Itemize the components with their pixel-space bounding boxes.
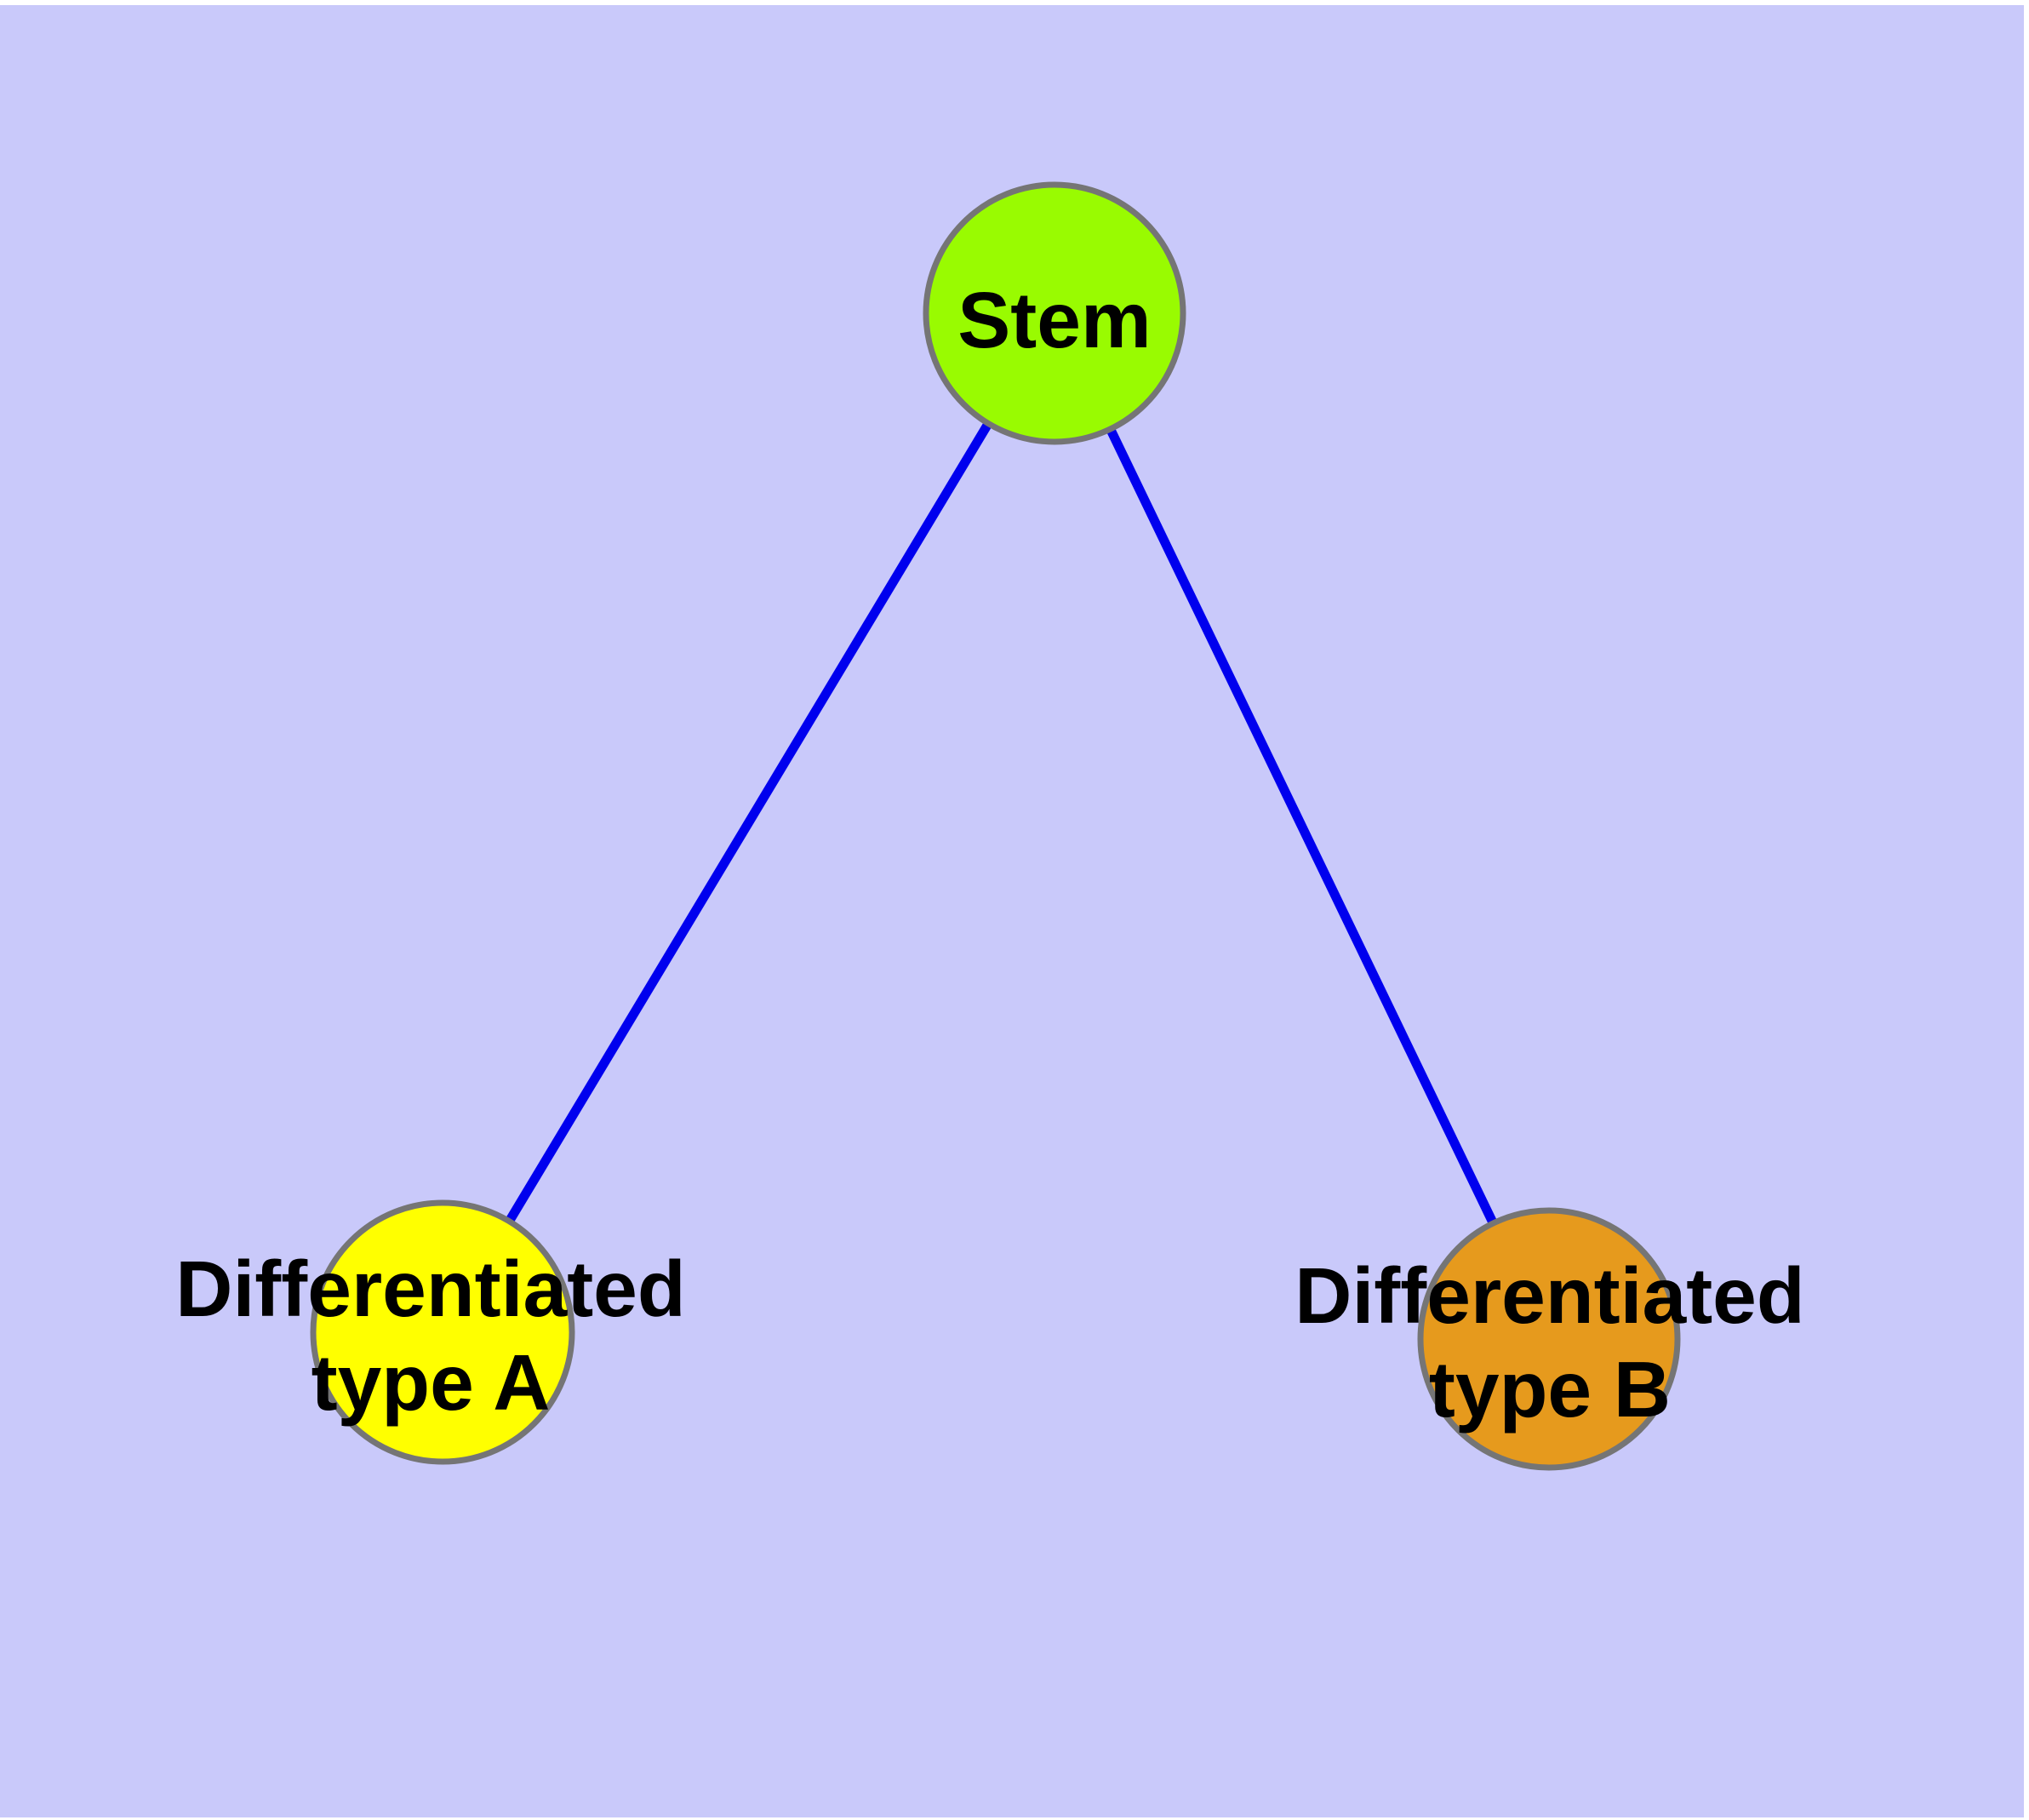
node-type-a-label-line1: Differentiated xyxy=(175,1245,685,1333)
node-differentiated-type-a xyxy=(310,1199,575,1465)
edge-stem-to-type-a xyxy=(438,311,1059,1335)
node-differentiated-type-b xyxy=(1417,1207,1681,1471)
node-stem xyxy=(923,181,1186,445)
node-stem-label: Stem xyxy=(957,276,1151,364)
node-type-b-label-line1: Differentiated xyxy=(1295,1251,1804,1340)
node-type-a-label-line2: type A xyxy=(311,1338,551,1427)
edge-stem-to-type-b xyxy=(1050,311,1553,1342)
node-type-b-label-line2: type B xyxy=(1429,1345,1671,1434)
